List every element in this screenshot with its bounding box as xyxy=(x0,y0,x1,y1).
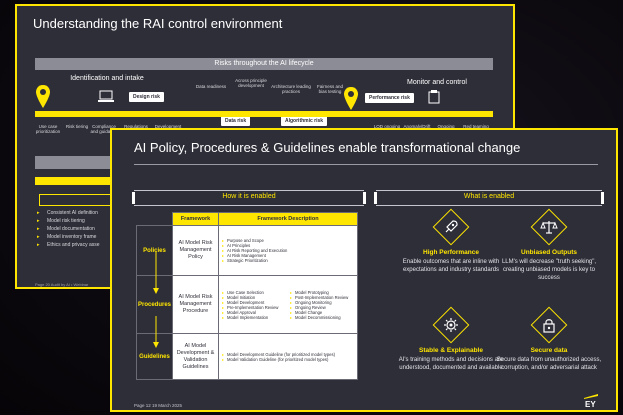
stage-label: Architecture leading practices xyxy=(271,84,311,94)
stage-label: Data readiness xyxy=(195,84,227,89)
slide-title: AI Policy, Procedures & Guidelines enabl… xyxy=(134,140,521,155)
list-item: Ongoing Monitoring xyxy=(290,300,354,305)
table-row: Guidelines AI Model Development & Valida… xyxy=(136,333,358,380)
performance-risk-box: Performance risk xyxy=(365,93,414,103)
section-highlight xyxy=(35,177,135,185)
bar-cap xyxy=(601,192,604,204)
what-enabled-header: What is enabled xyxy=(374,190,604,206)
list-item: Model Development Guideline (for priorit… xyxy=(222,352,354,357)
framework-description: Use Case Selection Model Initiation Mode… xyxy=(218,275,358,334)
what-enabled-label: What is enabled xyxy=(463,193,515,200)
location-pin-icon xyxy=(36,85,50,108)
list-item: Consistent AI definition xyxy=(37,209,100,217)
benefit-description: LLM's will decrease "truth seeking", cre… xyxy=(501,259,597,281)
stage-label: Ongoing xyxy=(437,124,455,129)
list-item: Model Decommissioning xyxy=(290,315,354,320)
location-pin-icon xyxy=(344,87,358,110)
benefit-description: Secure data from unauthorized access, co… xyxy=(496,357,602,371)
stage-label: Regulations xyxy=(124,124,148,129)
rocket-icon xyxy=(432,208,470,246)
column-header: Framework xyxy=(172,212,219,226)
monitor-heading: Monitor and control xyxy=(407,79,467,86)
framework-name: AI Model Risk Management Policy xyxy=(172,225,219,276)
list-item: Model risk tiering xyxy=(37,217,100,225)
list-item: Model Prototyping xyxy=(290,290,354,295)
stage-label: Risk tiering xyxy=(65,124,89,129)
stage-label: Fairness and bias testing xyxy=(316,84,343,94)
stage-label: Red teaming xyxy=(463,124,489,129)
stage-guidelines: Guidelines xyxy=(136,333,173,380)
algorithmic-risk-box: Algorithmic risk xyxy=(281,116,328,126)
framework-name: AI Model Risk Management Procedure xyxy=(172,275,219,334)
stage-label: Use case prioritization xyxy=(35,124,61,134)
slide-footer: Page 12 19 March 2025 xyxy=(134,403,183,408)
benefit-title: Unbiased Outputs xyxy=(521,249,577,256)
list-item: AI Risk Reporting and Execution xyxy=(222,248,354,253)
list-item: Model inventory frame xyxy=(37,233,100,241)
clipboard-icon xyxy=(428,90,440,104)
foreground-slide[interactable]: AI Policy, Procedures & Guidelines enabl… xyxy=(110,128,618,412)
back-slide-title: Understanding the RAI control environmen… xyxy=(33,16,283,31)
benefit-unbiased-outputs: Unbiased Outputs LLM's will decrease "tr… xyxy=(494,208,604,282)
benefit-title: Stable & Explainable xyxy=(419,347,483,354)
how-enabled-header: How it is enabled xyxy=(132,190,366,206)
list-item: Post-Implementation Review xyxy=(290,295,354,300)
list-item: Strategic Prioritization xyxy=(222,258,354,263)
stage-label: Compliance and guidance xyxy=(90,124,118,134)
framework-table: Framework Framework Description Policies… xyxy=(136,212,358,380)
table-row: Policies AI Model Risk Management Policy… xyxy=(136,225,358,276)
back-bullet-list: Consistent AI definition Model risk tier… xyxy=(37,209,100,249)
list-item: Model Approval xyxy=(222,310,286,315)
framework-name: AI Model Development & Validation Guidel… xyxy=(172,333,219,380)
ey-logo: EY xyxy=(584,394,598,409)
bar-cap xyxy=(363,192,366,204)
design-risk-box: Design risk xyxy=(129,92,164,102)
framework-description: Purpose and Scope AI Principles AI Risk … xyxy=(218,225,358,276)
benefit-high-performance: High Performance Enable outcomes that ar… xyxy=(396,208,506,274)
bar-cap xyxy=(374,192,377,204)
how-enabled-label: How it is enabled xyxy=(222,193,276,200)
benefit-title: Secure data xyxy=(530,347,568,354)
list-item: AI Principles xyxy=(222,243,354,248)
identification-heading: Identification and intake xyxy=(70,75,144,82)
list-item: Model Validation Guideline (for prioriti… xyxy=(222,357,354,362)
list-item: AI Risk Management xyxy=(222,253,354,258)
laptop-icon xyxy=(98,90,114,102)
flow-arrow-icon xyxy=(153,252,159,348)
stage-label: LOD ongoing xyxy=(373,124,401,129)
benefit-stable-explainable: Stable & Explainable AI's training metho… xyxy=(396,306,506,372)
title-divider xyxy=(134,164,598,165)
back-slide-footer: Page 20 Audit by AI • Webinar xyxy=(35,282,89,287)
column-header: Framework Description xyxy=(218,212,358,226)
table-corner xyxy=(137,213,173,226)
lock-icon xyxy=(530,306,568,344)
stage-label: Across principle development xyxy=(235,78,267,88)
stage-label: Development xyxy=(154,124,182,129)
framework-description: Model Development Guideline (for priorit… xyxy=(218,333,358,380)
benefit-secure-data: Secure data Secure data from unauthorize… xyxy=(494,306,604,372)
list-item: Purpose and Scope xyxy=(222,238,354,243)
lifecycle-timeline xyxy=(35,111,493,117)
list-item: Model documentation xyxy=(37,225,100,233)
scale-icon xyxy=(530,208,568,246)
lifecycle-ribbon: Risks throughout the AI lifecycle xyxy=(35,58,493,70)
svg-text:EY: EY xyxy=(585,400,596,408)
data-risk-box: Data risk xyxy=(221,116,251,126)
table-row: Procedures AI Model Risk Management Proc… xyxy=(136,275,358,334)
benefit-description: AI's training methods and decisions are … xyxy=(398,357,504,371)
benefit-description: Enable outcomes that are inline with exp… xyxy=(402,259,500,273)
list-item: Model Initiation xyxy=(222,295,286,300)
stage-label: Anomaly/Drift xyxy=(403,124,431,129)
list-item: Ongoing Review xyxy=(290,305,354,310)
list-item: Model Change xyxy=(290,310,354,315)
list-item: Pre-Implementation Review xyxy=(222,305,286,310)
benefit-title: High Performance xyxy=(423,249,479,256)
list-item: Use Case Selection xyxy=(222,290,286,295)
list-item: Ethics and privacy asse xyxy=(37,241,100,249)
stage-procedures: Procedures xyxy=(136,275,173,334)
bar-cap xyxy=(132,192,135,204)
list-item: Model Implementation xyxy=(222,315,286,320)
list-item: Model Development xyxy=(222,300,286,305)
gear-icon xyxy=(432,306,470,344)
